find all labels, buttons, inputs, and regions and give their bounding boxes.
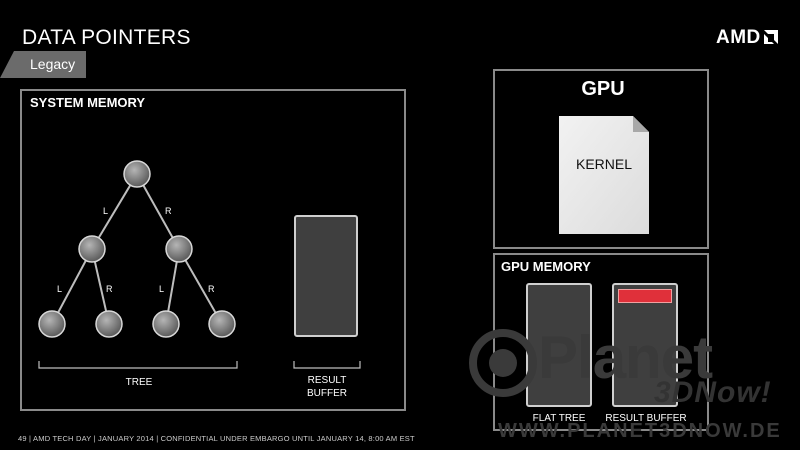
result-buffer-bracket: [293, 361, 361, 369]
amd-arrow-icon: [763, 30, 778, 44]
tree-edge: [136, 173, 180, 250]
edge-label-left: L: [103, 206, 108, 216]
slide-footer: 49 | AMD TECH DAY | JANUARY 2014 | CONFI…: [18, 434, 415, 443]
result-buffer-caption-gpu: RESULT BUFFER: [605, 413, 687, 424]
flat-tree-caption: FLAT TREE: [532, 413, 586, 424]
edge-label-right: R: [208, 284, 215, 294]
legacy-tag-label: Legacy: [30, 56, 76, 72]
gpu-memory-panel: GPU MEMORY FLAT TREE RESULT BUFFER: [493, 253, 709, 431]
amd-logo-text: AMD: [716, 27, 761, 48]
gpu-result-buffer: [612, 283, 678, 407]
result-buffer-caption-line1: RESULT: [307, 375, 347, 386]
result-buffer-caption: RESULT BUFFER: [287, 374, 367, 400]
gpu-memory-label: GPU MEMORY: [501, 259, 591, 274]
edge-label-right: R: [106, 284, 113, 294]
tree-edge: [91, 173, 138, 250]
gpu-panel: GPU KERNEL: [493, 69, 709, 249]
tree-node-leaf: [152, 310, 180, 338]
kernel-file: KERNEL: [559, 116, 649, 239]
tree-node-root: [123, 160, 151, 188]
gpu-title: GPU: [581, 78, 625, 100]
tree-edge: [178, 248, 223, 325]
tree-caption: TREE: [125, 377, 153, 388]
slide-title: DATA POINTERS: [22, 26, 191, 49]
tree-node: [78, 235, 106, 263]
legacy-tag: Legacy: [0, 51, 86, 78]
system-memory-label: SYSTEM MEMORY: [30, 95, 146, 110]
system-memory-panel: SYSTEM MEMORY L R L: [20, 89, 406, 411]
tree-node-leaf: [95, 310, 123, 338]
tree-node-leaf: [38, 310, 66, 338]
system-result-buffer: [294, 215, 358, 337]
edge-label-left: L: [159, 284, 164, 294]
tree-edge: [51, 248, 93, 325]
tree-node-leaf: [208, 310, 236, 338]
tree-bracket: [38, 361, 238, 369]
edge-label-right: R: [165, 206, 172, 216]
result-buffer-highlight: [618, 289, 672, 303]
flat-tree-buffer: [526, 283, 592, 407]
edge-label-left: L: [57, 284, 62, 294]
kernel-file-icon: [559, 116, 649, 234]
tree-node: [165, 235, 193, 263]
tree-diagram: L R L R L R: [38, 160, 361, 369]
result-buffer-caption-line2: BUFFER: [307, 388, 347, 399]
kernel-label: KERNEL: [575, 156, 633, 172]
amd-logo: AMD: [716, 27, 779, 49]
